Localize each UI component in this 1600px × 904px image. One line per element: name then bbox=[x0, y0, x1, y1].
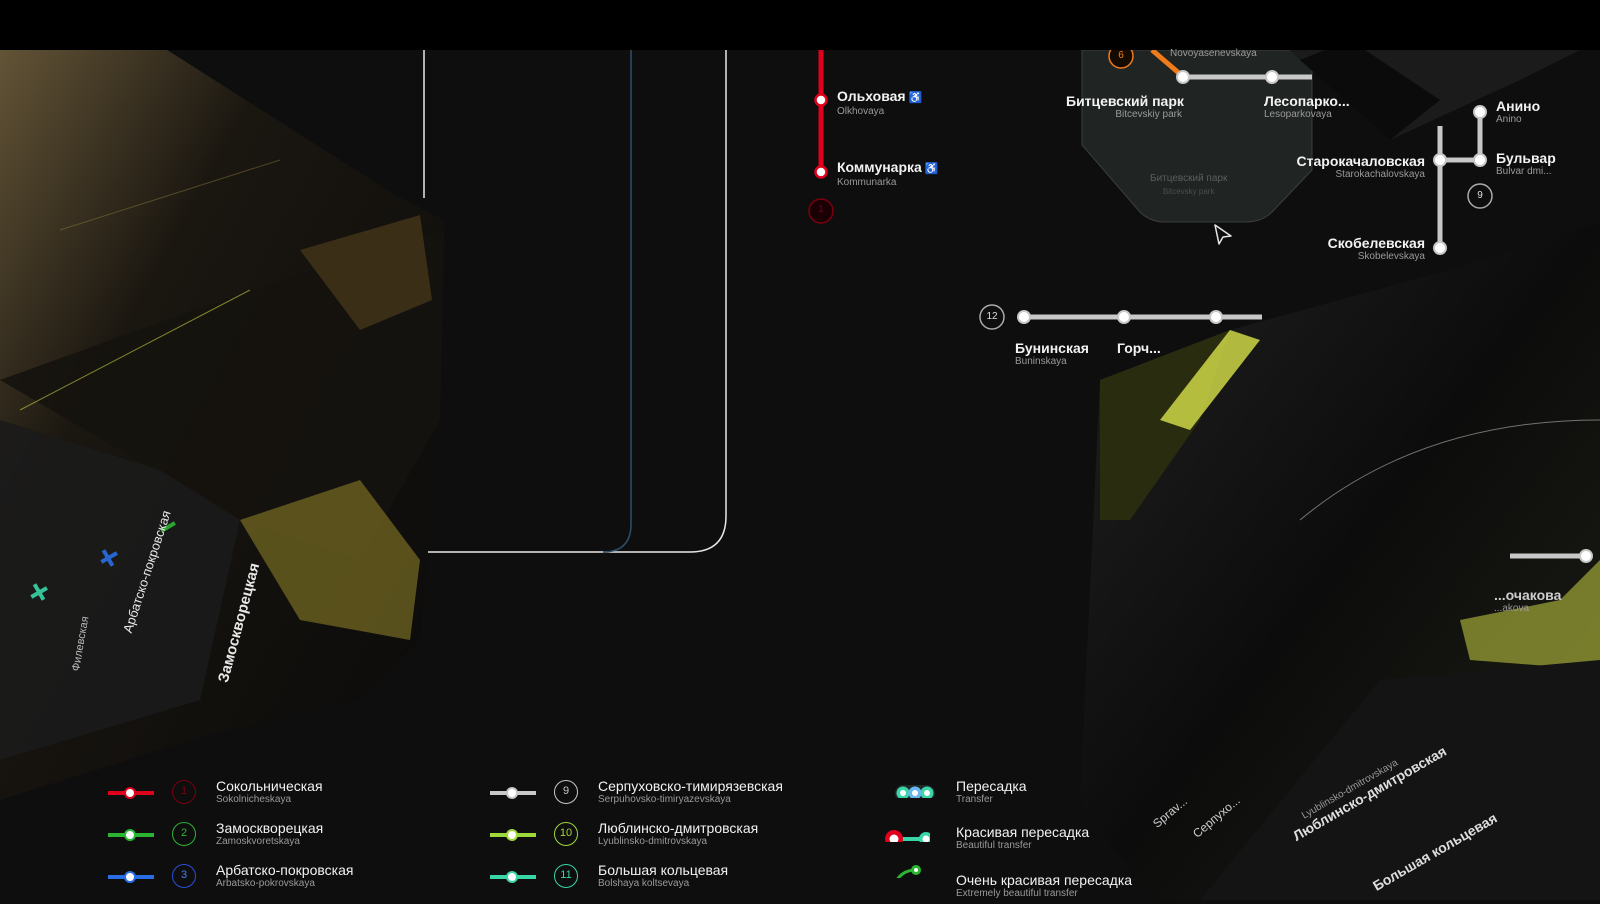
station-anino[interactable]: Анино Anino bbox=[1496, 98, 1541, 126]
line-12-badge-ring bbox=[979, 304, 1005, 330]
top-letterbox bbox=[0, 0, 1600, 50]
station-dot-starokachalovskaya bbox=[1433, 153, 1447, 167]
legend-label-en: Arbatsko-pokrovskaya bbox=[216, 878, 315, 889]
station-skobelevskaya[interactable]: Скобелевская Skobelevskaya bbox=[1327, 235, 1425, 263]
line-3-number: 3 bbox=[172, 864, 196, 888]
legend-label-ru: Арбатско-покровская bbox=[216, 862, 354, 878]
station-dot-buninskaya bbox=[1017, 310, 1031, 324]
legend-label-ru: Большая кольцевая bbox=[598, 862, 729, 878]
legend-label-ru: Сокольническая bbox=[216, 778, 323, 794]
station-bulvar[interactable]: Бульвар Bulvar dmi... bbox=[1496, 150, 1556, 178]
station-ochakova[interactable]: ...очакова ...akova bbox=[1494, 587, 1562, 615]
line-3-swatch-icon bbox=[108, 871, 154, 883]
station-buninskaya[interactable]: Бунинская Buninskaya bbox=[1015, 340, 1089, 368]
legend-label-en: Zamoskvoretskaya bbox=[216, 836, 300, 847]
legend-label-ru: Замоскворецкая bbox=[216, 820, 324, 836]
right-3d-shape bbox=[1080, 222, 1600, 900]
route-outline-blue bbox=[602, 50, 632, 553]
station-lesoparkovaya[interactable]: Лесопарко... Lesoparkovaya bbox=[1264, 93, 1350, 121]
line-9-swatch-icon bbox=[490, 787, 536, 799]
station-dot-skobelevskaya bbox=[1433, 241, 1447, 255]
line-10-swatch-icon bbox=[490, 829, 536, 841]
line-1-badge-ring bbox=[808, 198, 834, 224]
station-dot-anino bbox=[1473, 105, 1487, 119]
line-2-swatch-icon bbox=[108, 829, 154, 841]
station-kommunarka[interactable]: Коммунарка♿ Kommunarka bbox=[837, 159, 939, 189]
legend-label-ru: Серпуховско-тимирязевская bbox=[598, 778, 783, 794]
legend-label-en: Sokolnicheskaya bbox=[216, 794, 292, 805]
line-6-badge: 6 bbox=[1118, 50, 1124, 61]
line-11-number: 11 bbox=[554, 864, 578, 888]
station-dot-lesoparkovaya bbox=[1265, 70, 1279, 84]
station-dot-kommunarka bbox=[814, 165, 828, 179]
station-novoyasenevskaya[interactable]: Novoyasenevskaya bbox=[1170, 48, 1257, 59]
line-1-swatch-icon bbox=[108, 787, 154, 799]
station-dot-next bbox=[1209, 310, 1223, 324]
line-10-number: 10 bbox=[554, 822, 578, 846]
legend-label-en: Lyublinsko-dmitrovskaya bbox=[598, 836, 708, 847]
legend-label-en: Transfer bbox=[956, 794, 993, 805]
line-9-badge: 9 bbox=[1477, 190, 1483, 201]
line-2-number: 2 bbox=[172, 822, 196, 846]
line-9-number: 9 bbox=[554, 780, 578, 804]
line-9-badge-ring bbox=[1467, 183, 1493, 209]
left-3d-shape bbox=[0, 0, 444, 800]
legend-label-ru: Очень красивая пересадка bbox=[956, 872, 1133, 888]
station-dot-bulvar bbox=[1473, 153, 1487, 167]
beautiful-transfer-icon bbox=[885, 830, 930, 842]
station-dot-goru bbox=[1117, 310, 1131, 324]
line-1-badge: 1 bbox=[818, 204, 824, 215]
station-dot-bitcevsky bbox=[1176, 70, 1190, 84]
station-starokachalovskaya[interactable]: Старокачаловская Starokachalovskaya bbox=[1296, 153, 1425, 181]
legend-label-ru: Люблинско-дмитровская bbox=[598, 820, 759, 836]
line-11-swatch-icon bbox=[490, 871, 536, 883]
park-zone-label: Битцевский парк Bitcevsky park bbox=[1150, 173, 1228, 196]
legend-label-en: Extremely beautiful transfer bbox=[956, 888, 1078, 899]
extremely-beautiful-transfer-icon bbox=[896, 865, 921, 878]
station-dot-olkhovaya bbox=[814, 93, 828, 107]
park-zone bbox=[1081, 49, 1313, 223]
route-outline-white bbox=[424, 50, 727, 553]
mouse-cursor-icon bbox=[1214, 224, 1232, 245]
line-12-badge: 12 bbox=[986, 311, 998, 322]
line-1-number: 1 bbox=[172, 780, 196, 804]
legend-label-en: Serpuhovsko-timiryazevskaya bbox=[598, 794, 731, 805]
line-6-track bbox=[1150, 48, 1182, 76]
legend-label-ru: Пересадка bbox=[956, 778, 1027, 794]
legend-label-ru: Красивая пересадка bbox=[956, 824, 1090, 840]
legend-label-en: Beautiful transfer bbox=[956, 840, 1032, 851]
station-olkhovaya[interactable]: Ольховая♿ Olkhovaya bbox=[837, 88, 923, 118]
legend-label-en: Bolshaya koltsevaya bbox=[598, 878, 690, 889]
accessibility-icon: ♿ bbox=[924, 163, 939, 175]
transfer-icon bbox=[895, 785, 935, 798]
station-goru[interactable]: Горч... bbox=[1117, 340, 1161, 356]
station-bitcevsky-park[interactable]: Битцевский парк Bitcevskiy park bbox=[1066, 93, 1184, 121]
accessibility-icon: ♿ bbox=[908, 92, 923, 104]
